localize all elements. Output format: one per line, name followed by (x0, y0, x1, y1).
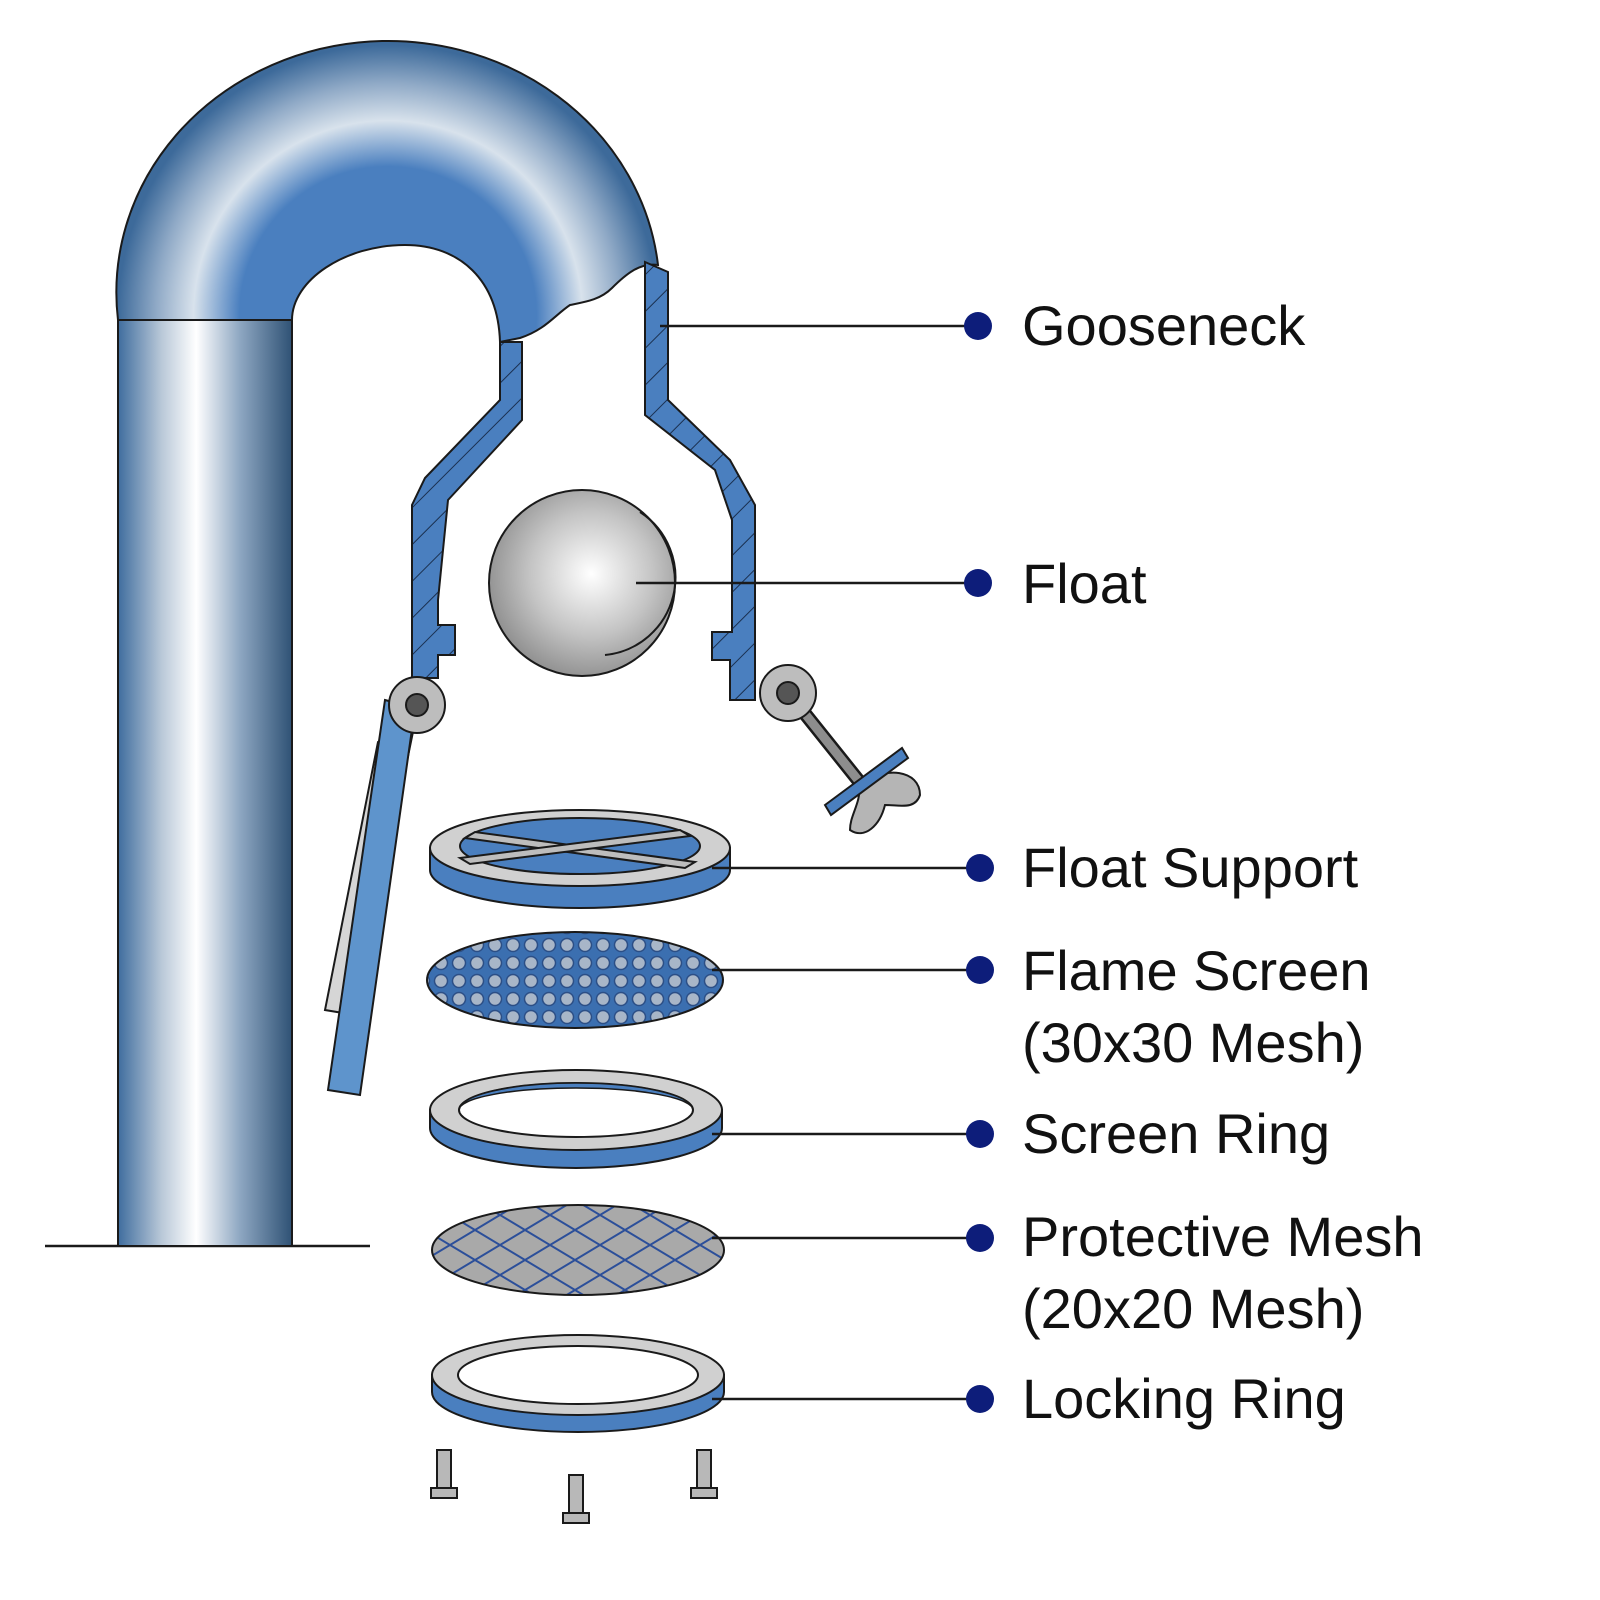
locking-ring-part (431, 1334, 725, 1433)
callout-screen-ring (712, 1120, 994, 1148)
hinge-door (326, 698, 417, 1097)
label-float: Float (1022, 552, 1147, 615)
protective-mesh-part (431, 1204, 725, 1296)
latch-bar (823, 746, 910, 817)
callout-dot (964, 312, 992, 340)
callout-dot (966, 1385, 994, 1413)
callout-dot (966, 1224, 994, 1252)
callout-dot (964, 569, 992, 597)
hinge-right (759, 664, 922, 835)
callout-dot (966, 1120, 994, 1148)
label-float-support: Float Support (1022, 836, 1359, 899)
screen-ring-part (429, 1069, 723, 1169)
bolt-center (562, 1474, 590, 1524)
flame-screen-part (426, 931, 724, 1029)
callout-dot (966, 854, 994, 882)
float-support-part (429, 809, 731, 909)
callout-locking-ring (712, 1385, 994, 1413)
housing-left-wall (411, 341, 523, 679)
callout-flame-screen (712, 956, 994, 984)
callout-float-support (712, 854, 994, 882)
housing-right-wall (644, 260, 756, 701)
callout-protective-mesh (712, 1224, 994, 1252)
gooseneck-bend (115, 40, 660, 344)
callout-float (636, 569, 992, 597)
callout-gooseneck (660, 312, 992, 340)
gooseneck-leg (117, 314, 293, 1247)
housing-section (411, 260, 756, 701)
label-gooseneck: Gooseneck (1022, 294, 1306, 357)
label-protective-mesh: Protective Mesh (20x20 Mesh) (1022, 1205, 1424, 1340)
bolt-left (430, 1449, 458, 1499)
hinge-left (323, 676, 446, 1097)
gooseneck-pipe (115, 40, 660, 1247)
callout-dot (966, 956, 994, 984)
label-flame-screen: Flame Screen (30x30 Mesh) (1022, 939, 1371, 1074)
label-locking-ring: Locking Ring (1022, 1367, 1346, 1430)
label-screen-ring: Screen Ring (1022, 1102, 1331, 1165)
bolt-right (690, 1449, 718, 1499)
